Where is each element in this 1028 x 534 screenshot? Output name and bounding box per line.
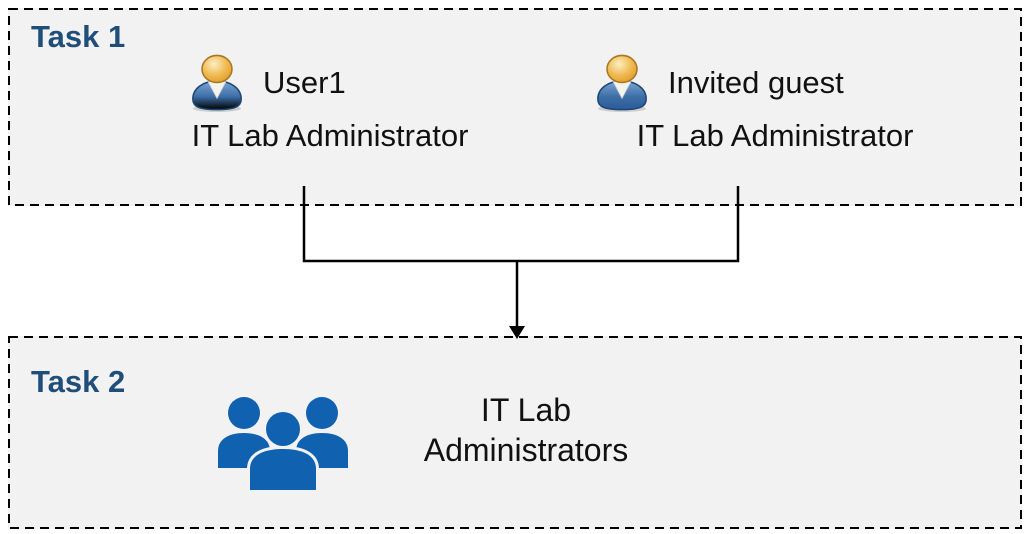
- person-icon: [192, 54, 242, 112]
- member-row: User1: [130, 52, 530, 114]
- task2-label: Task 2: [31, 364, 126, 399]
- member-item: Invited guest IT Lab Administrator: [565, 52, 985, 154]
- group-name: IT Lab Administrators: [423, 392, 629, 468]
- person-icon: [597, 54, 647, 112]
- people-group-icon: [218, 397, 348, 490]
- member-role: IT Lab Administrator: [191, 118, 469, 153]
- member-name: Invited guest: [668, 65, 844, 100]
- member-name: User1: [263, 65, 346, 100]
- task1-label: Task 1: [31, 19, 126, 54]
- member-row: Invited guest: [565, 52, 985, 114]
- member-item: User1 IT Lab Administrator: [130, 52, 530, 154]
- member-role: IT Lab Administrator: [636, 118, 914, 153]
